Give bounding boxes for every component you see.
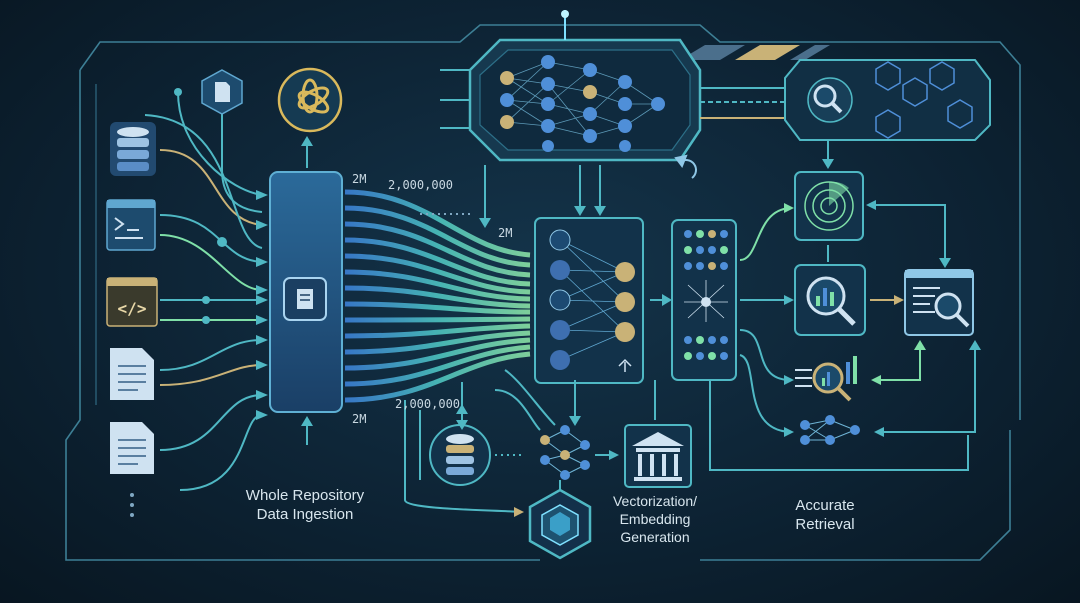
neural-network-nodes <box>500 55 665 152</box>
embedding-panel <box>671 219 737 381</box>
code-file-icon <box>106 199 156 251</box>
input-connectors <box>144 91 263 491</box>
document-icon <box>110 422 154 474</box>
outer-frame <box>65 24 1021 561</box>
small-network-icon <box>800 415 860 445</box>
data-stream <box>344 189 531 403</box>
sync-icon <box>674 154 697 179</box>
mid-arrowheads <box>479 206 606 228</box>
magnifier-icon <box>813 84 843 114</box>
svg-text:</>: </> <box>118 299 147 318</box>
neural-network-icon <box>506 61 659 137</box>
ingestion-label: Whole Repository Data Ingestion <box>220 486 390 524</box>
hexagon-pattern <box>875 61 973 139</box>
search-down-arrowhead <box>822 159 834 169</box>
database-icon <box>429 424 491 486</box>
bar-chart-icon <box>795 356 857 402</box>
retrieval-connectors <box>654 204 976 471</box>
code-window-icon: </> <box>106 277 158 327</box>
count-bottom-long: 2,000,000 <box>395 397 461 411</box>
ingestion-panel <box>269 171 343 413</box>
ingestion-arrows <box>256 190 268 420</box>
ellipsis-icon <box>130 493 134 517</box>
retrieval-arrowheads <box>784 200 981 437</box>
retrieval-label-line1: Accurate <box>795 497 855 514</box>
top-links <box>440 69 790 129</box>
vectorization-label-line3: Generation <box>620 529 690 545</box>
vectorization-label-line2: Embedding <box>619 511 691 527</box>
top-beam-glow <box>561 10 569 18</box>
mid-down-arrows <box>484 165 601 222</box>
bottom-arrowheads <box>456 404 619 517</box>
file-icon <box>201 69 243 115</box>
transformer-panel <box>534 217 644 384</box>
ingestion-label-line2: Data Ingestion <box>256 506 354 523</box>
transformer-out-arrowhead <box>662 294 672 306</box>
connector-dots <box>174 88 227 324</box>
openai-logo-icon <box>277 67 343 133</box>
count-bottom-short: 2M <box>352 412 367 426</box>
count-top-short: 2M <box>352 172 367 186</box>
cube-icon <box>528 488 592 560</box>
vectorization-label-line1: Vectorization/ <box>612 493 698 509</box>
bank-icon <box>624 424 692 488</box>
retrieval-label-line2: Retrieval <box>795 516 855 533</box>
bottom-network-icon <box>540 425 590 480</box>
count-top-long: 2,000,000 <box>388 178 454 192</box>
count-mid-short: 2M <box>498 226 513 240</box>
logo-arrowhead <box>301 136 313 146</box>
retrieval-label: Accurate Retrieval <box>760 496 890 534</box>
panel-bottom-arrowhead <box>301 416 313 426</box>
result-panel <box>904 269 974 336</box>
vectorization-label: Vectorization/ Embedding Generation <box>585 492 725 546</box>
document-icon <box>110 348 154 400</box>
analytics-magnifier-icon <box>794 264 866 336</box>
decorative-stripes <box>680 45 830 60</box>
radar-icon <box>794 171 864 241</box>
ingestion-label-line1: Whole Repository <box>245 487 365 504</box>
database-icon <box>110 122 156 176</box>
